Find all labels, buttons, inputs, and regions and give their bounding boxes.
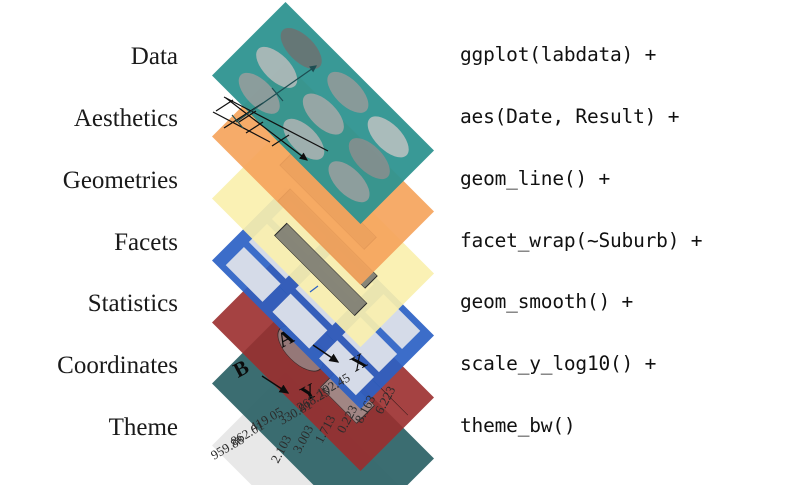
layer-stack (178, 0, 468, 485)
layer-label-coordinates: Coordinates (57, 352, 178, 379)
code-line-theme: theme_bw() (460, 414, 576, 437)
layer-label-geometries: Geometries (62, 167, 178, 194)
layer-label-data: Data (130, 43, 178, 70)
code-line-data: ggplot(labdata) + (460, 43, 657, 66)
layer-label-theme: Theme (108, 414, 178, 441)
code-column: ggplot(labdata) + aes(Date, Result) + ge… (460, 0, 800, 485)
layer-label-aesthetics: Aesthetics (73, 105, 178, 132)
code-line-geometries: geom_line() + (460, 167, 611, 190)
code-line-statistics: geom_smooth() + (460, 290, 634, 313)
code-line-aesthetics: aes(Date, Result) + (460, 105, 680, 128)
code-line-coordinates: scale_y_log10() + (460, 352, 657, 375)
layer-label-statistics: Statistics (87, 290, 178, 317)
layer-label-facets: Facets (114, 229, 178, 256)
layer-label-column: Data Aesthetics Geometries Facets Statis… (0, 0, 178, 485)
code-line-facets: facet_wrap(~Suburb) + (460, 229, 703, 252)
